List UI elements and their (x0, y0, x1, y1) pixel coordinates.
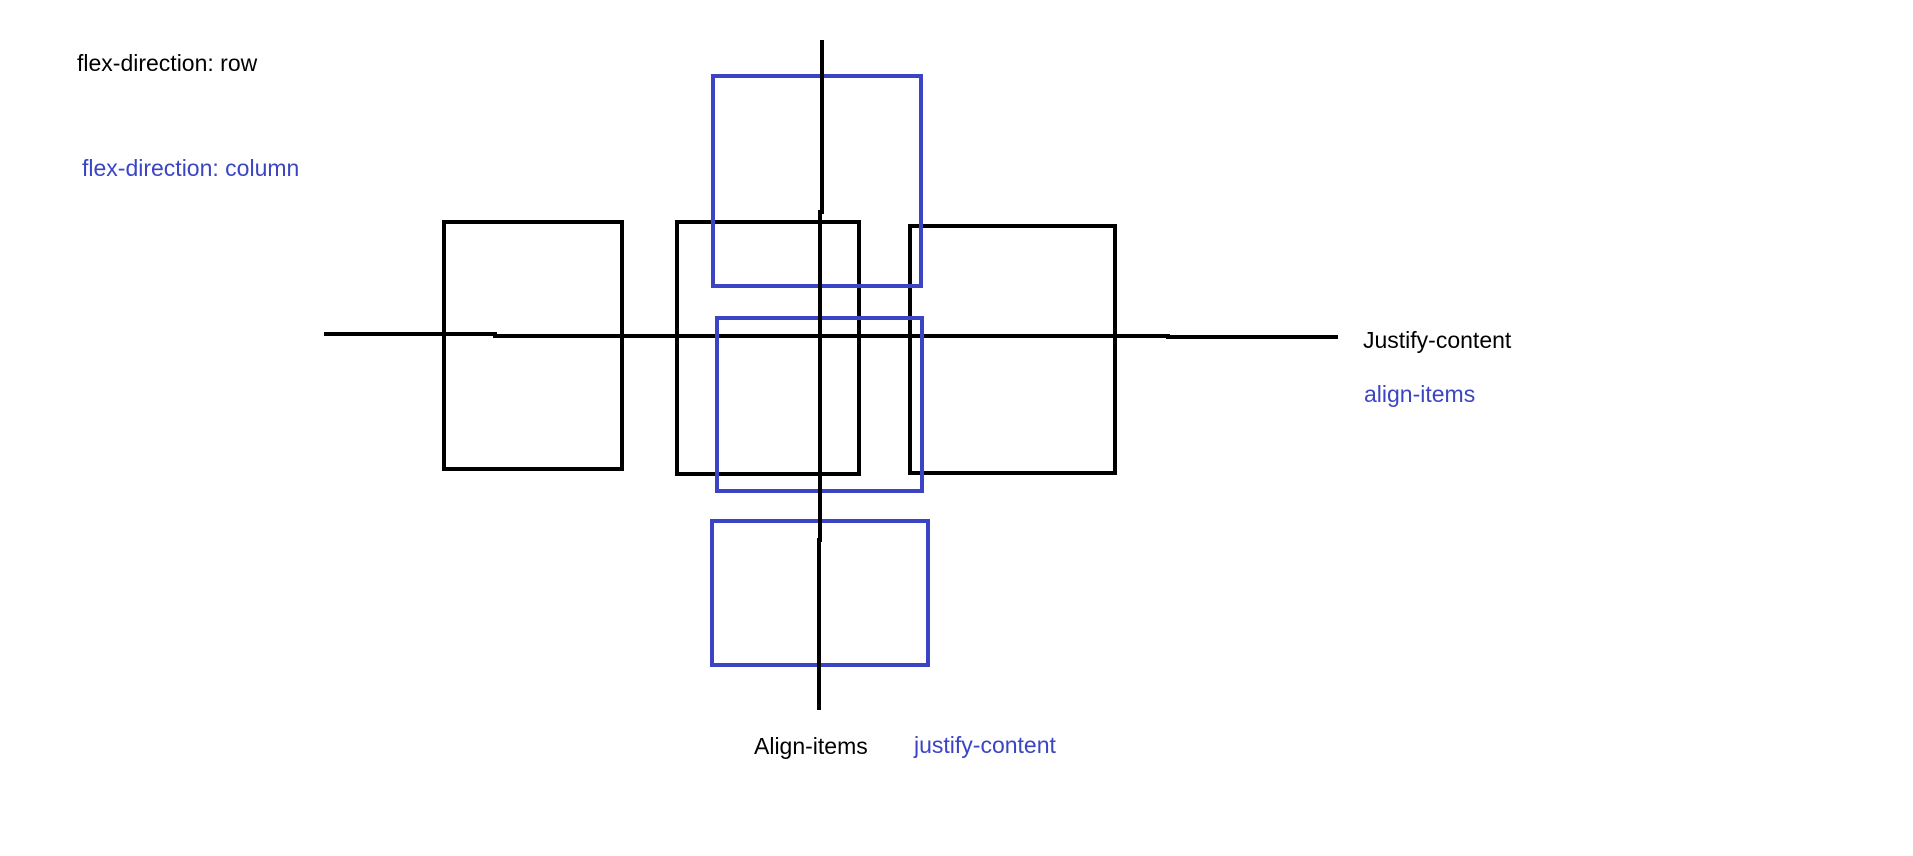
justify-content-column-label: justify-content (914, 732, 1056, 758)
column-main-axis-line (817, 40, 824, 710)
row-direction-label: flex-direction: row (77, 50, 258, 76)
row-box-1 (442, 220, 624, 471)
row-main-axis-line (324, 332, 1338, 339)
column-box-1 (711, 74, 923, 288)
align-items-column-label: align-items (1364, 381, 1476, 407)
row-box-2 (675, 220, 861, 476)
justify-content-row-label: Justify-content (1363, 327, 1512, 353)
row-box-3 (908, 224, 1117, 475)
column-direction-label: flex-direction: column (82, 155, 300, 181)
align-items-row-label: Align-items (754, 733, 868, 759)
